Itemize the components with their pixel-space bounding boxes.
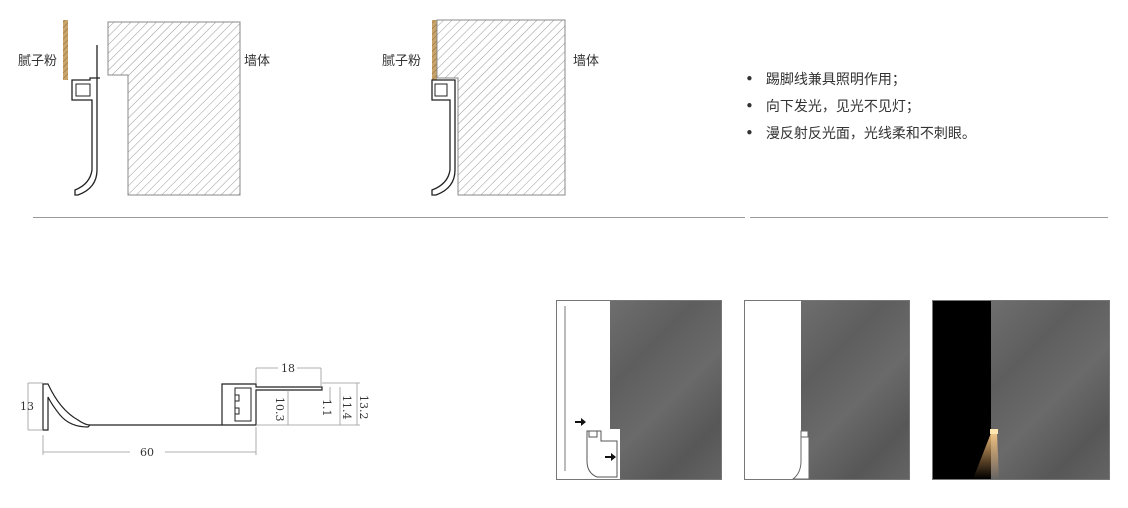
feature-item: 踢脚线兼具照明作用； bbox=[745, 66, 976, 93]
dim-width-total: 60 bbox=[140, 446, 154, 459]
dim-d1: 10.3 bbox=[273, 397, 286, 422]
baseboard-profile bbox=[431, 79, 456, 196]
feature-list: 踢脚线兼具照明作用； 向下发光，见光不见灯； 漫反射反光面，光线柔和不刺眼。 bbox=[745, 66, 976, 147]
baseboard-profile bbox=[71, 45, 100, 196]
profile-outline bbox=[42, 383, 323, 431]
photo-installation-step bbox=[556, 300, 722, 480]
led-channel bbox=[434, 83, 448, 97]
wall bbox=[107, 21, 241, 196]
dim-top-flange: 18 bbox=[281, 362, 295, 375]
photo-installed-lit bbox=[932, 300, 1110, 480]
feature-item: 向下发光，见光不见灯； bbox=[745, 93, 976, 120]
section-diagram-recessed: 腻子粉 墙体 bbox=[0, 0, 300, 210]
putty-label: 腻子粉 bbox=[382, 54, 422, 69]
putty-layer bbox=[63, 20, 68, 80]
dim-d2: 1.1 bbox=[320, 399, 333, 417]
wall bbox=[436, 19, 566, 196]
section-drawing bbox=[63, 20, 241, 196]
wall-label: 墙体 bbox=[244, 54, 271, 69]
photo-installed-off bbox=[744, 300, 910, 480]
arrow-icon bbox=[575, 418, 616, 461]
profile-dimension-drawing: 13 60 18 10.3 1.1 11.4 13.2 bbox=[0, 355, 380, 465]
wall-label: 墙体 bbox=[573, 54, 600, 69]
divider bbox=[750, 217, 1108, 218]
dim-d3: 11.4 bbox=[340, 395, 353, 420]
led-channel bbox=[75, 83, 91, 97]
putty-label: 腻子粉 bbox=[18, 54, 58, 69]
dim-d4: 13.2 bbox=[357, 395, 370, 420]
section-diagram-flush: 腻子粉 墙体 bbox=[370, 0, 630, 210]
dim-height-left: 13 bbox=[20, 400, 34, 413]
feature-item: 漫反射反光面，光线柔和不刺眼。 bbox=[745, 120, 976, 147]
divider bbox=[33, 217, 745, 218]
section-drawing bbox=[431, 19, 566, 196]
putty-layer bbox=[432, 20, 437, 80]
